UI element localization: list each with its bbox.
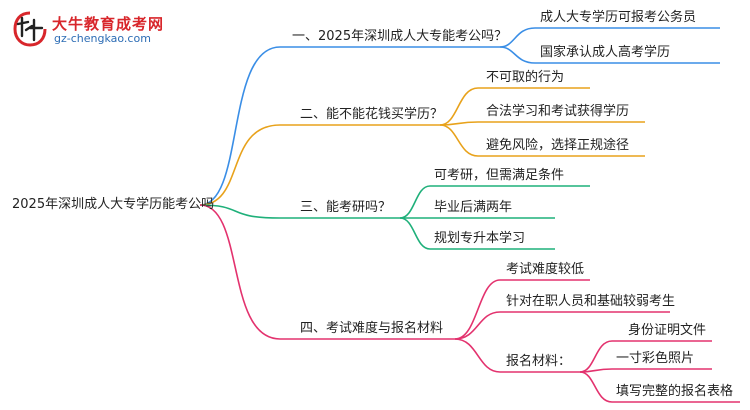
- branch-4-label: 四、考试难度与报名材料: [300, 321, 444, 336]
- branch-4-connectors: [199, 204, 740, 403]
- branch-2-child-1: 不可取的行为: [486, 70, 565, 85]
- material-2: 一寸彩色照片: [616, 351, 695, 366]
- logo-name: 大牛教育成考网: [52, 15, 165, 33]
- branch-1-child-2: 国家承认成人高考学历: [540, 45, 671, 60]
- material-3-link: [579, 371, 740, 403]
- branch-2-child-1-link: [439, 87, 590, 126]
- branch-1-connectors: [199, 27, 720, 206]
- branch-1-label: 一、2025年深圳成人大专能考公吗？: [292, 29, 508, 44]
- branch-3-child-1-link: [399, 185, 590, 219]
- branch-2-child-3-link: [439, 124, 645, 157]
- branch-3-child-2: 毕业后满两年: [434, 200, 513, 215]
- material-3: 填写完整的报名表格: [616, 384, 734, 399]
- branch-2-child-2-link: [439, 121, 645, 126]
- logo-url: gz-chengkao.com: [54, 32, 151, 45]
- branch-4-child-2: 针对在职人员和基础较弱考生: [506, 294, 676, 309]
- branch-1-child-1-link: [499, 27, 720, 48]
- branch-3-link: [199, 204, 281, 219]
- branch-4-child-2-link: [454, 311, 670, 340]
- logo-mark-icon: [13, 11, 47, 47]
- branch-3-label: 三、能考研吗？: [300, 200, 392, 215]
- branch-2-label: 二、能不能花钱买学历？: [300, 107, 444, 122]
- branch-4-child-3-link: [454, 338, 580, 373]
- branch-4-child-1-link: [454, 279, 590, 340]
- root-node: 2025年深圳成人大专学历能考公吗: [12, 197, 215, 212]
- material-1: 身份证明文件: [628, 323, 707, 338]
- branch-3-child-3-link: [399, 217, 555, 250]
- branch-3-connectors: [199, 185, 590, 250]
- branch-2-child-2: 合法学习和考试获得学历: [486, 104, 630, 119]
- branch-2-child-3: 避免风险，选择正规途径: [486, 138, 630, 153]
- branch-1-link: [199, 46, 281, 206]
- branch-4-child-3: 报名材料：: [506, 354, 572, 369]
- branch-1-child-2-link: [499, 46, 720, 64]
- branch-3-child-1: 可考研，但需满足条件: [434, 168, 565, 183]
- material-1-link: [579, 340, 712, 373]
- site-logo[interactable]: 大牛教育成考网 gz-chengkao.com: [12, 10, 182, 50]
- branch-1-child-1: 成人大专学历可报考公务员: [540, 10, 697, 25]
- branch-4-link: [199, 204, 281, 340]
- branch-4-child-1: 考试难度较低: [506, 262, 585, 277]
- branch-2-link: [199, 124, 281, 206]
- branch-2-connectors: [199, 87, 645, 206]
- branch-3-child-3: 规划专升本学习: [434, 231, 526, 246]
- material-2-link: [579, 368, 712, 373]
